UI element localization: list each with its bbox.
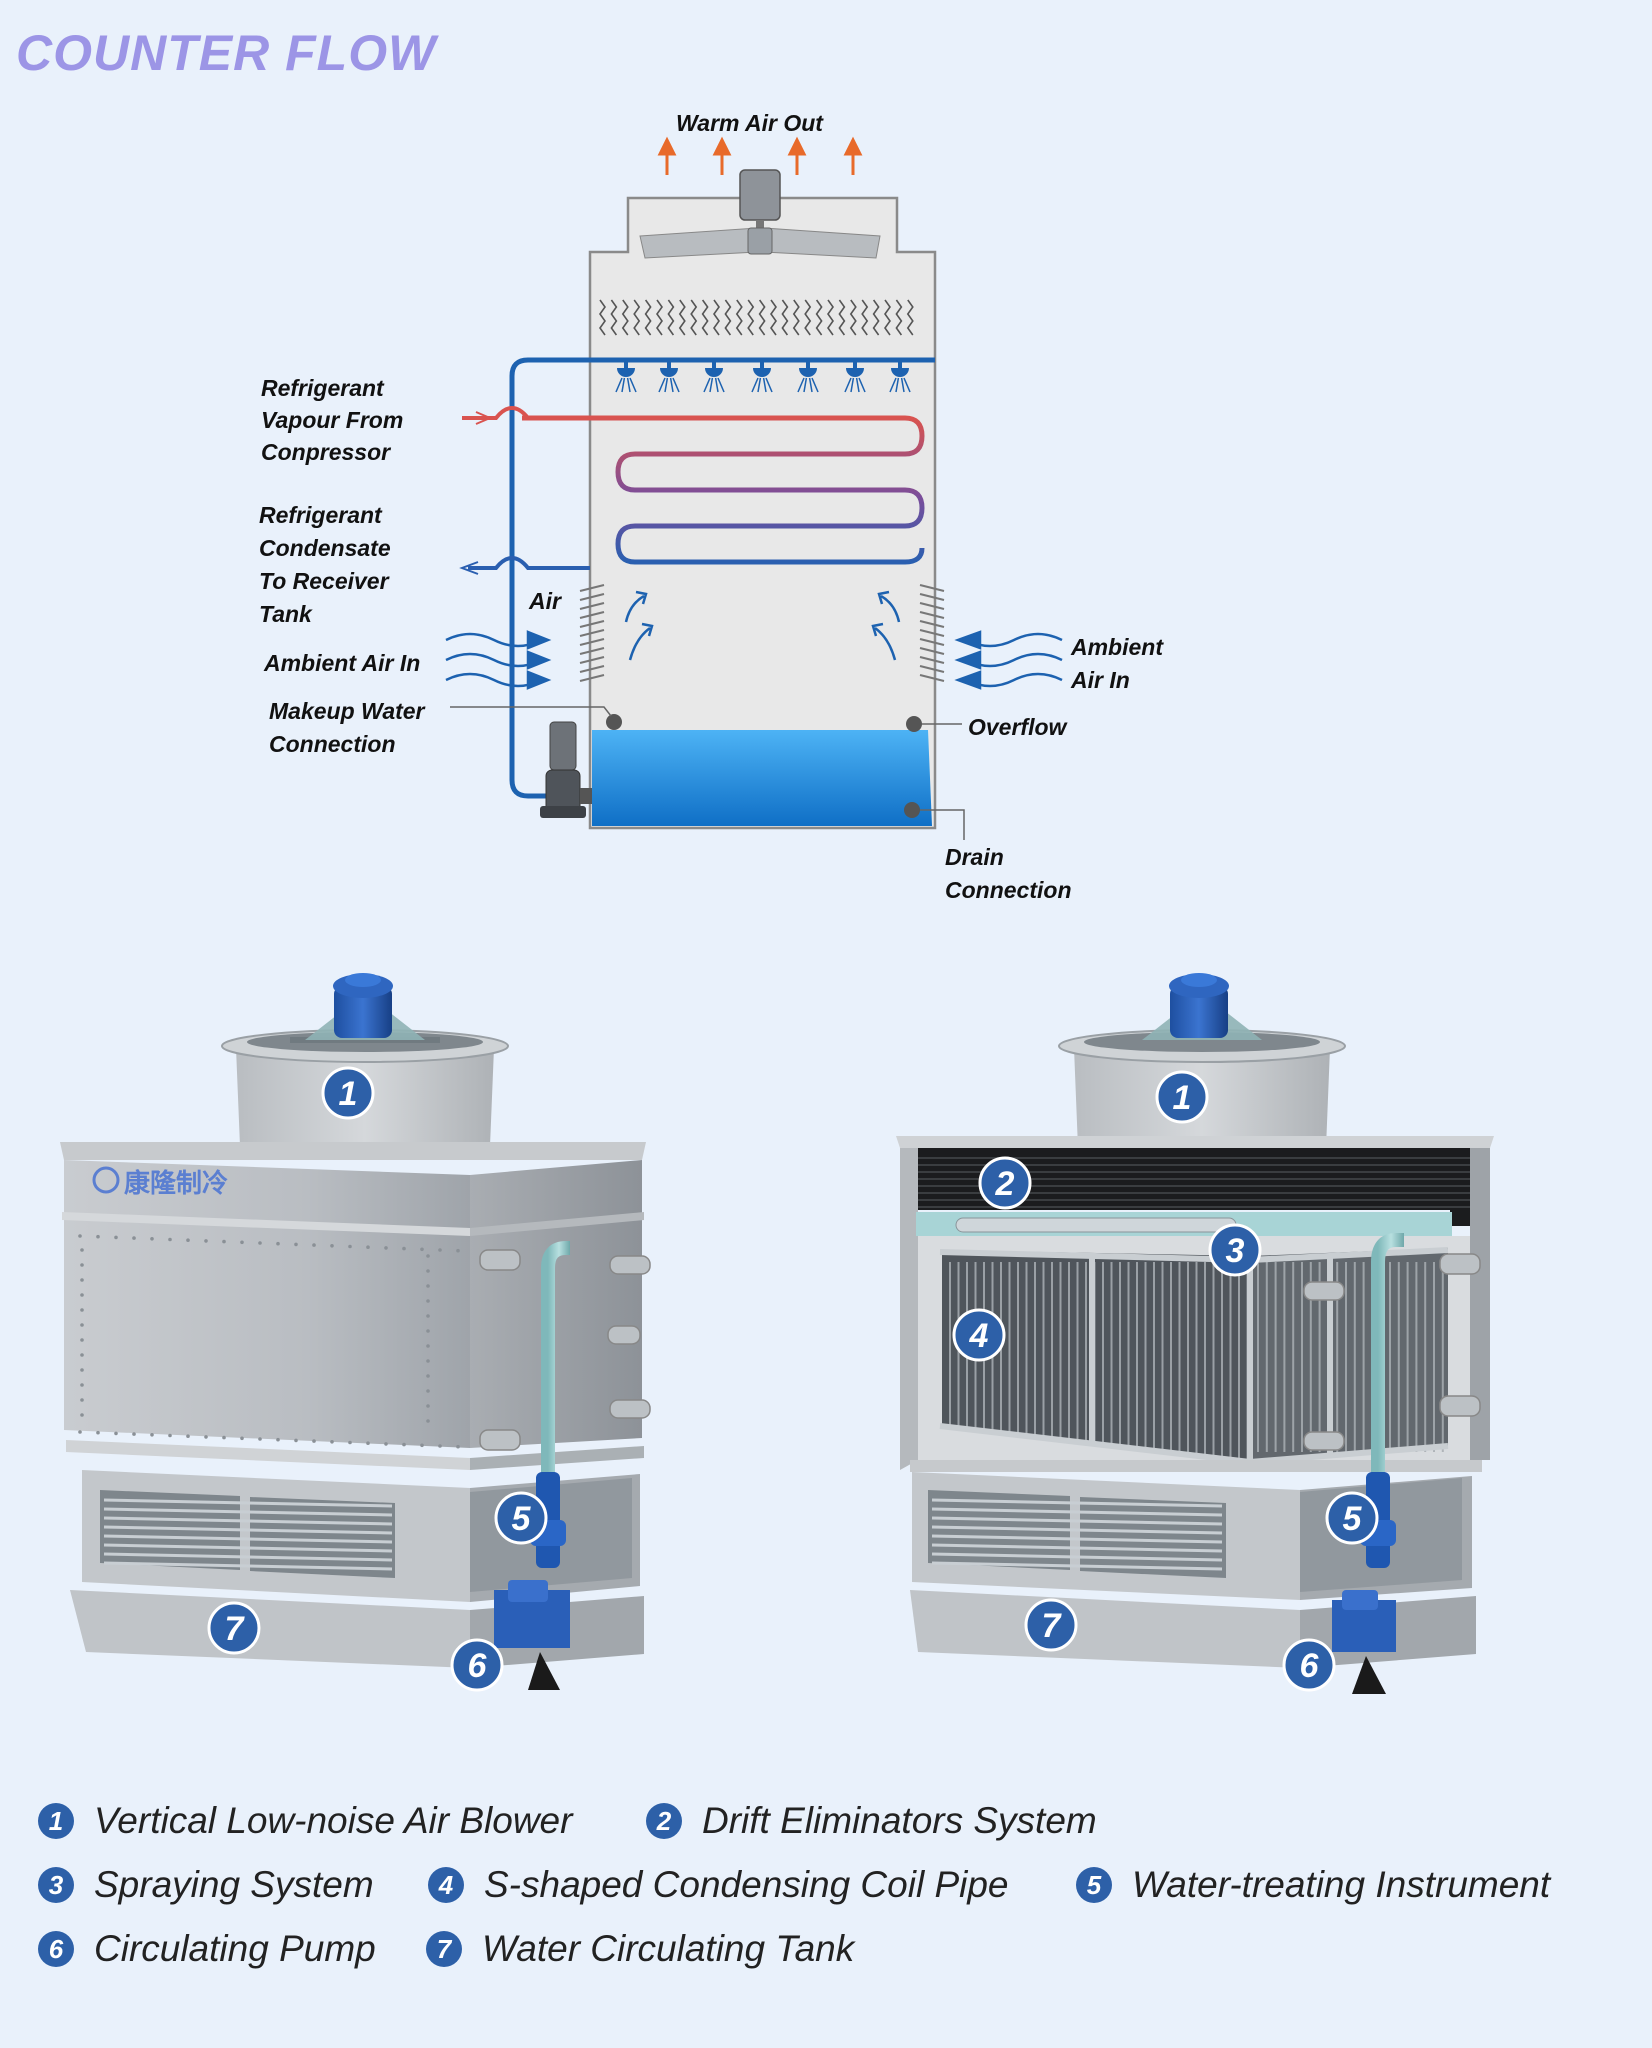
schematic: Warm Air Out Refrigerant Vapour From Con… (259, 110, 1164, 903)
svg-text:5: 5 (1343, 1500, 1363, 1538)
svg-text:6: 6 (1300, 1647, 1320, 1685)
legend-item-4: 4 S-shaped Condensing Coil Pipe (428, 1864, 1009, 1906)
connections (450, 706, 965, 840)
legend-text-5: Water-treating Instrument (1132, 1864, 1551, 1905)
legend-item-2: 2 Drift Eliminators System (646, 1800, 1097, 1842)
svg-text:7: 7 (225, 1610, 246, 1648)
label-refrigerant-condensate-1: Refrigerant (259, 502, 383, 528)
svg-text:2: 2 (995, 1165, 1015, 1203)
label-ambient-air-in-right-1: Ambient (1070, 634, 1164, 660)
warm-air-arrows (657, 136, 863, 175)
circulation-pump (540, 721, 592, 818)
ambient-air-arrows-right (954, 630, 1063, 690)
air-inlet-louvers (579, 584, 945, 682)
product-closed-unit: 康隆制冷 (60, 973, 651, 1690)
label-makeup-water-1: Makeup Water (269, 698, 426, 724)
label-overflow: Overflow (968, 714, 1069, 740)
refrigerant-coil (590, 415, 925, 565)
legend-badge-5: 5 (1076, 1867, 1112, 1903)
legend-badge-2: 2 (646, 1803, 682, 1839)
internal-air-arrows (624, 590, 901, 661)
label-refrigerant-vapour-2: Vapour From (261, 407, 403, 433)
svg-text:1: 1 (1173, 1079, 1192, 1117)
legend-item-7: 7 Water Circulating Tank (426, 1928, 854, 1970)
fan-motor (639, 169, 881, 259)
badge-right-7: 7 (1024, 1598, 1078, 1652)
label-drain-1: Drain (945, 844, 1004, 870)
svg-text:5: 5 (512, 1500, 532, 1538)
badge-left-1: 1 (321, 1066, 375, 1120)
legend-badge-7: 7 (426, 1931, 462, 1967)
legend-item-3: 3 Spraying System (38, 1864, 374, 1906)
legend-item-5: 5 Water-treating Instrument (1076, 1864, 1550, 1906)
counter-flow-diagram: Warm Air Out Refrigerant Vapour From Con… (60, 110, 1494, 1694)
legend-text-7: Water Circulating Tank (482, 1928, 855, 1969)
drift-eliminator-chevrons (599, 299, 914, 336)
badge-left-6: 6 (450, 1638, 504, 1692)
tower-casing (588, 196, 937, 830)
label-refrigerant-condensate-3: To Receiver (259, 568, 390, 594)
legend-badge-3: 3 (38, 1867, 74, 1903)
brand-logo: 康隆制冷 (92, 1166, 228, 1199)
badge-right-6: 6 (1282, 1638, 1336, 1692)
legend-badge-1: 1 (38, 1803, 74, 1839)
label-warm-air-out: Warm Air Out (676, 110, 824, 136)
ambient-air-arrows-left (445, 630, 552, 690)
svg-text:1: 1 (339, 1075, 358, 1113)
label-refrigerant-vapour-3: Conpressor (261, 439, 391, 465)
label-refrigerant-condensate-4: Tank (259, 601, 313, 627)
legend-item-1: 1 Vertical Low-noise Air Blower (38, 1800, 572, 1842)
badge-right-3: 3 (1208, 1223, 1262, 1277)
badge-right-4: 4 (952, 1308, 1006, 1362)
legend-item-6: 6 Circulating Pump (38, 1928, 376, 1970)
svg-text:3: 3 (1226, 1232, 1245, 1270)
legend-text-2: Drift Eliminators System (702, 1800, 1097, 1841)
brand-logo-text: 康隆制冷 (124, 1168, 228, 1199)
component-legend: 1 Vertical Low-noise Air Blower 2 Drift Eli… (0, 1780, 1652, 2020)
badge-right-5: 5 (1325, 1491, 1379, 1545)
badge-left-7: 7 (207, 1601, 261, 1655)
label-refrigerant-vapour-1: Refrigerant (261, 375, 385, 401)
legend-text-6: Circulating Pump (94, 1928, 376, 1969)
svg-text:6: 6 (468, 1647, 488, 1685)
label-ambient-air-in-left: Ambient Air In (263, 650, 420, 676)
legend-badge-4: 4 (428, 1867, 464, 1903)
label-makeup-water-2: Connection (269, 731, 396, 757)
label-drain-2: Connection (945, 877, 1072, 903)
page-title: COUNTER FLOW (16, 25, 437, 81)
label-air: Air (528, 588, 562, 614)
product-open-unit (896, 973, 1494, 1694)
badge-right-2: 2 (978, 1156, 1032, 1210)
svg-text:7: 7 (1042, 1607, 1063, 1645)
label-refrigerant-condensate-2: Condensate (259, 535, 391, 561)
water-supply-pipe (509, 357, 590, 799)
badge-left-5: 5 (494, 1491, 548, 1545)
legend-text-3: Spraying System (94, 1864, 374, 1905)
badge-right-1: 1 (1155, 1070, 1209, 1124)
water-basin (592, 730, 932, 826)
legend-badge-6: 6 (38, 1931, 74, 1967)
label-ambient-air-in-right-2: Air In (1070, 667, 1130, 693)
component-badges: 1 5 6 7 1 2 3 4 5 6 7 (207, 1066, 1379, 1692)
spray-nozzles (615, 360, 911, 393)
legend-text-4: S-shaped Condensing Coil Pipe (484, 1864, 1009, 1905)
svg-text:4: 4 (969, 1317, 989, 1355)
legend-text-1: Vertical Low-noise Air Blower (94, 1800, 573, 1841)
